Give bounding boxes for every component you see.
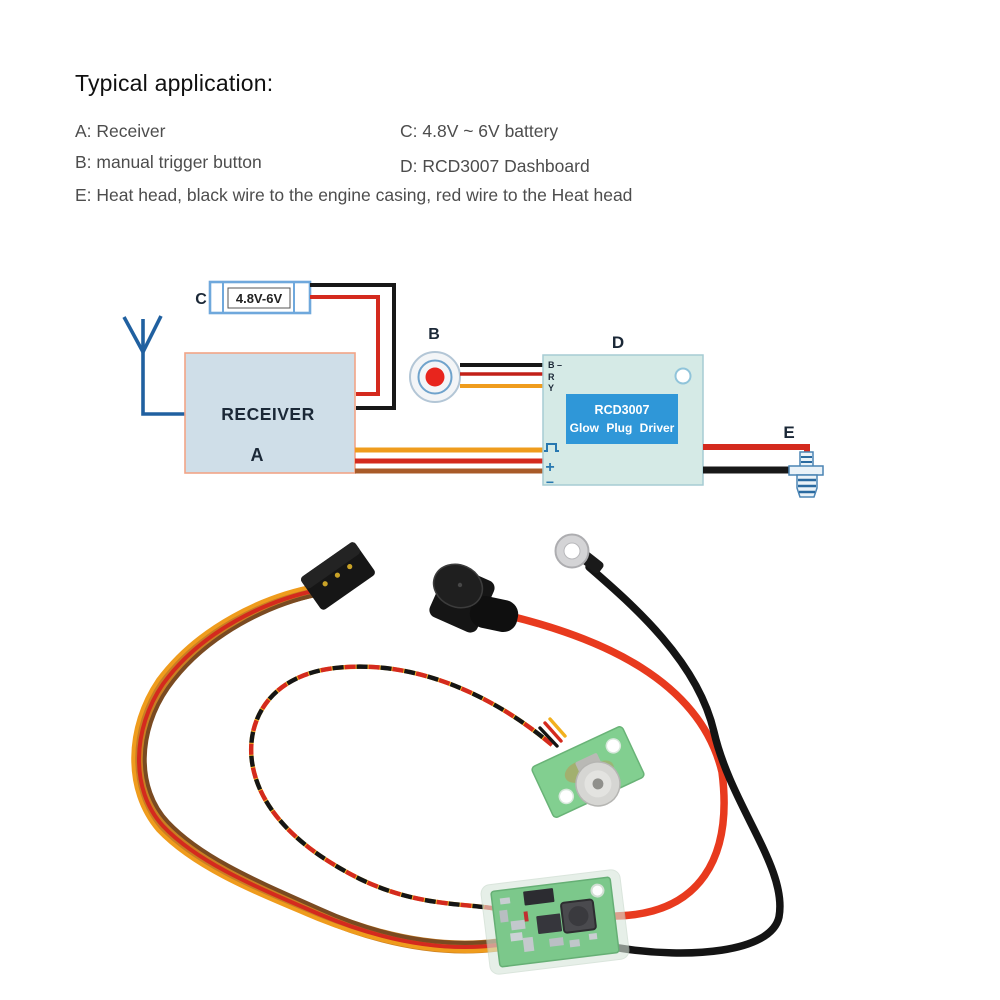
receiver-box: RECEIVER A xyxy=(184,352,356,474)
antenna-icon xyxy=(122,315,186,416)
driver-led xyxy=(674,367,692,385)
pulse-symbol-icon xyxy=(544,443,559,452)
servo-connector xyxy=(301,542,375,610)
legend-item-a: A: Receiver xyxy=(75,121,166,141)
driver-box: D RCD3007 Glow Plug Driver B – R Y + − xyxy=(542,333,704,490)
label-e: E xyxy=(783,423,794,442)
label-b: B xyxy=(428,326,440,343)
heat-red-wire xyxy=(703,444,810,457)
glow-plug-icon xyxy=(788,451,824,498)
heat-wire-red xyxy=(506,612,728,920)
wiring-diagram: RECEIVER A 4.8V-6V C B xyxy=(122,280,824,498)
driver-minus: − xyxy=(546,474,554,490)
legend-item-c: C: 4.8V ~ 6V battery xyxy=(400,121,559,141)
driver-pin-b: B – xyxy=(548,360,562,370)
trigger-button-icon: B xyxy=(409,326,461,403)
battery-red-wire xyxy=(310,295,380,396)
driver-plus: + xyxy=(545,459,554,476)
ring-terminal xyxy=(554,533,604,574)
battery-box: 4.8V-6V C xyxy=(195,280,312,315)
driver-model: RCD3007 xyxy=(595,403,650,417)
receiver-title: RECEIVER xyxy=(221,404,314,424)
page-title: Typical application: xyxy=(75,70,274,96)
label-d: D xyxy=(612,333,624,352)
label-c: C xyxy=(195,291,207,308)
product-photo xyxy=(131,533,784,975)
battery-voltage: 4.8V-6V xyxy=(236,291,283,306)
driver-pin-r: R xyxy=(548,372,555,382)
label-a: A xyxy=(251,445,264,465)
twisted-signal-wire xyxy=(248,664,554,912)
ground-wire-black xyxy=(585,563,784,957)
servo-ribbon-cable xyxy=(131,583,505,954)
driver-board xyxy=(480,869,630,975)
trigger-button-board xyxy=(531,726,645,818)
legend-item-e: E: Heat head, black wire to the engine c… xyxy=(75,185,633,205)
legend-item-b: B: manual trigger button xyxy=(75,152,262,172)
trigger-board-wire-stubs xyxy=(538,717,567,748)
driver-pin-y: Y xyxy=(548,383,554,393)
battery-black-wire xyxy=(310,283,396,410)
glow-plug-cap xyxy=(429,563,519,633)
driver-name: Glow Plug Driver xyxy=(570,421,675,435)
legend-item-d: D: RCD3007 Dashboard xyxy=(400,156,590,176)
